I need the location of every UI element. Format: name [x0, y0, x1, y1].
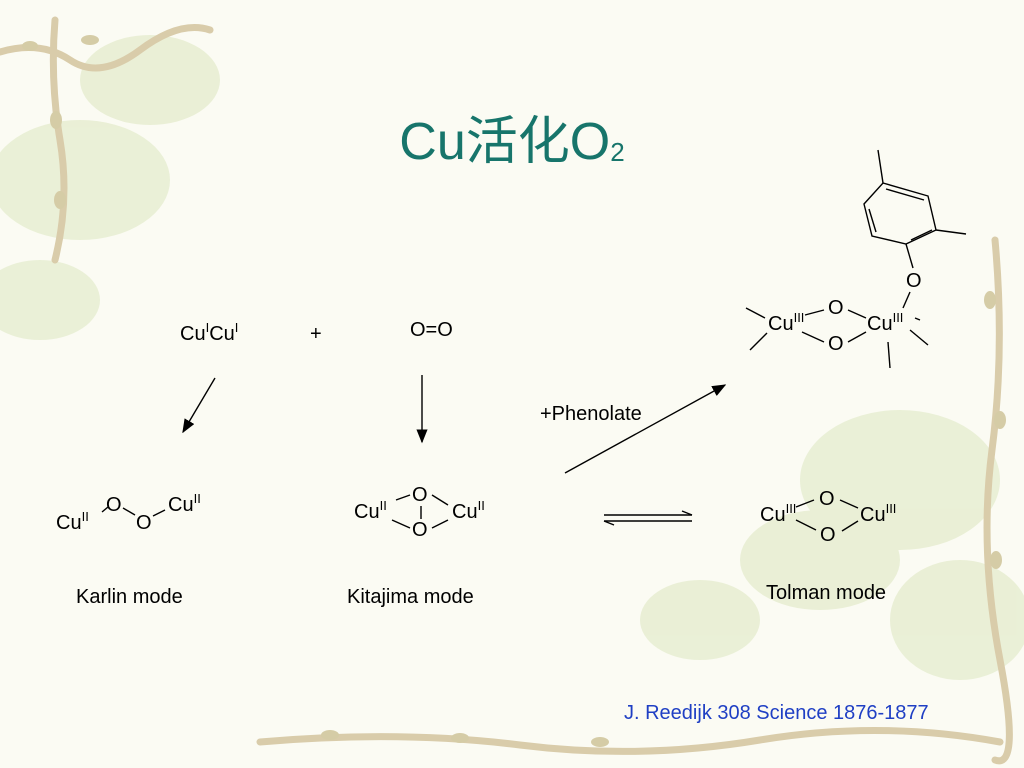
kitajima-mode-label: Kitajima mode [347, 586, 474, 608]
tolman-oxygen-top: O [819, 488, 835, 510]
complex-cu-left: CuIII [768, 310, 805, 335]
dioxygen-formula: O=O [410, 319, 453, 341]
karlin-oxygen-1: O [106, 494, 122, 516]
citation-reference: J. Reedijk 308 Science 1876-1877 [624, 702, 929, 724]
copper-i-pair: CuICuI [180, 320, 239, 345]
phenolate-oxygen: O [906, 270, 922, 292]
complex-cu-right: CuIII [867, 310, 904, 335]
tolman-cu-left: CuIII [760, 501, 797, 526]
karlin-cu-left: CuII [56, 509, 89, 534]
complex-oxygen-top: O [828, 297, 844, 319]
karlin-oxygen-2: O [136, 512, 152, 534]
slide-title: Cu活化O2 [399, 113, 625, 171]
tolman-oxygen-bottom: O [820, 524, 836, 546]
karlin-cu-right: CuII [168, 491, 201, 516]
tolman-mode-label: Tolman mode [766, 582, 887, 604]
kitajima-cu-left: CuII [354, 498, 387, 523]
plus-sign: + [310, 323, 322, 345]
complex-oxygen-bottom: O [828, 333, 844, 355]
kitajima-cu-right: CuII [452, 498, 485, 523]
karlin-mode-label: Karlin mode [76, 586, 183, 608]
tolman-cu-right: CuIII [860, 501, 897, 526]
kitajima-oxygen-bottom: O [412, 519, 428, 541]
phenolate-reagent-label: +Phenolate [540, 403, 642, 425]
kitajima-oxygen-top: O [412, 484, 428, 506]
